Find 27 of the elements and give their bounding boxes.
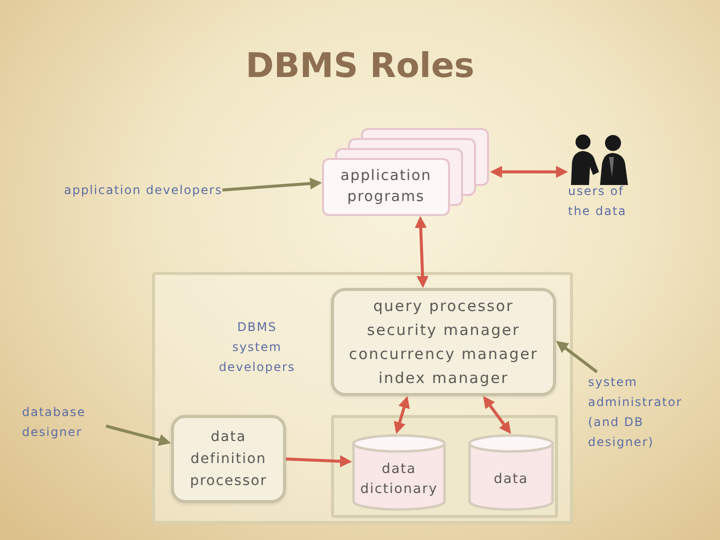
slide-title: DBMS Roles <box>246 46 474 86</box>
arrow <box>286 455 352 468</box>
process-box <box>171 415 286 503</box>
role-label: system administrator (and DB designer) <box>588 372 700 452</box>
role-label: application developers <box>64 180 222 200</box>
component-label: concurrency manager <box>348 344 538 365</box>
double-arrow <box>394 396 410 434</box>
role-label: DBMS system developers <box>218 319 296 376</box>
box-label: data <box>494 470 528 488</box>
dbms-panel <box>152 272 573 524</box>
leader-line <box>556 340 598 374</box>
leader-line <box>106 424 171 446</box>
double-arrow <box>490 166 568 178</box>
component-label: index manager <box>378 368 509 389</box>
box-label: application programs <box>340 167 432 207</box>
role-label: users of the data <box>568 183 628 220</box>
box-label: data definition processor <box>190 428 268 491</box>
role-label: database designer <box>22 402 106 442</box>
box-label: data dictionary <box>360 460 438 498</box>
component-label: query processor <box>373 296 514 317</box>
component-box <box>331 288 556 396</box>
component-label: security manager <box>367 320 520 341</box>
double-arrow <box>483 396 511 434</box>
storage-panel <box>331 415 558 518</box>
double-arrow <box>414 216 429 288</box>
program-stack <box>322 126 490 216</box>
leader-line <box>222 178 322 192</box>
